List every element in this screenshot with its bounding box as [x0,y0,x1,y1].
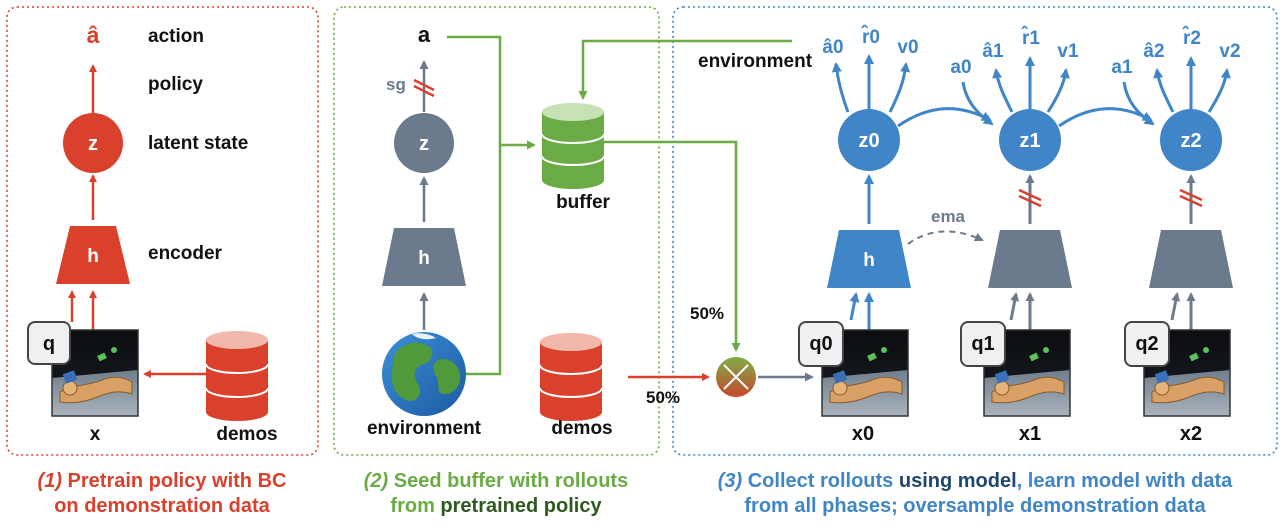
p1-label-action: action [148,26,204,47]
p3-node-z2-label: z2 [1180,130,1201,152]
p1-node-z-label: z [88,133,98,155]
p3-arrow-env-buffer [578,39,792,100]
environment-globe-icon [382,332,466,416]
p2-label-sg: sg [386,75,406,94]
caption-run: using model [899,470,1017,492]
caption-panel2-line1: (2) Seed buffer with rollouts [364,470,628,492]
p1-encoder-h [56,226,130,284]
p2-buffer-database [541,103,605,189]
p1-node-z [63,113,123,173]
caption-run: (3) [718,470,748,492]
p3-box-q2 [1124,321,1170,367]
p2-arrow-action-buffer [447,35,536,150]
p3-out-0-2: v0 [897,37,918,58]
p3-label-environment: environment [698,51,813,72]
p2-label-environment: environment [367,418,482,439]
p3-box-q2-label: q2 [1135,333,1158,355]
p1-box-q-label: q [43,333,55,355]
caption-panel3-line1: (3) Collect rollouts using model, learn … [718,470,1233,492]
p3-encoder-h0 [827,230,911,288]
p3-node-z0 [838,109,900,171]
p2-encoder-h-label: h [418,248,430,269]
caption-panel1-line2: on demonstration data [54,495,270,517]
p2-label-buffer: buffer [556,192,610,213]
p3-encoder-h1 [988,230,1072,288]
caption-run: Collect rollouts [748,470,899,492]
p1-label-encoder: encoder [148,243,223,264]
p3-node-z2 [1160,109,1222,171]
p3-out-1-0: â1 [982,41,1004,62]
p1-box-q [27,321,71,365]
panel1-frame [6,6,319,456]
caption-run: on demonstration data [54,495,270,517]
p2-stopgrad-mark-1 [413,78,435,92]
p1-observation-frame [51,329,139,417]
caption-run: Seed buffer with rollouts [394,470,628,492]
caption-run: , learn model with data [1017,470,1233,492]
caption-run: Pretrain policy [68,470,213,492]
p3-label-x2: x2 [1180,423,1202,445]
p3-step-1: a0 â1 r̂1 v1 z1 q1 x1 [950,27,1079,445]
p3-box-q1 [960,321,1006,367]
p3-action-in-1: a0 [950,57,971,78]
caption-panel3-line2: from all phases; oversample demonstratio… [744,495,1206,517]
p3-box-q0-label: q0 [809,333,832,355]
p3-transition-z1-z2 [1058,107,1153,128]
p1-label-x: x [90,424,101,445]
mixer-pct-bottom: 50% [646,388,680,407]
p2-node-z [394,113,454,173]
p1-action-symbol: â [87,22,100,48]
p1-label-demos: demos [216,424,277,445]
p3-label-x1: x1 [1019,423,1041,445]
p3-out-0-1: r̂0 [861,26,880,48]
p3-ema-arrow [907,230,984,245]
p2-label-demos: demos [551,418,612,439]
p2-arrow-buffer-mixer [604,140,741,352]
p3-out-0-0: â0 [822,37,843,58]
p2-node-z-label: z [419,133,429,155]
p3-step-2: a1 â2 r̂2 v2 z2 q2 x2 [1111,27,1240,445]
p1-label-policy: policy [148,74,203,95]
p3-node-z1 [999,109,1061,171]
p2-stopgrad-mark-2 [413,84,435,98]
mixer-pct-top: 50% [690,304,724,323]
p3-step-0: â0 r̂0 v0 z0 h q0 x0 [798,26,919,445]
caption-panel2-line2: from pretrained policy [390,495,602,517]
p3-label-x0: x0 [852,423,874,445]
p3-encoder-h2 [1149,230,1233,288]
p3-label-ema: ema [931,207,966,226]
caption-run: with BC [211,470,286,492]
caption-run: from all phases; oversample demonstratio… [744,495,1206,517]
panel3-frame [672,6,1278,456]
p3-out-2-2: v2 [1219,41,1240,62]
p1-label-latent: latent state [148,133,248,154]
p3-node-z1-label: z1 [1019,130,1040,152]
p3-out-2-0: â2 [1143,41,1164,62]
p3-box-q1-label: q1 [971,333,994,355]
p3-box-q0 [798,321,844,367]
p3-out-1-1: r̂1 [1021,27,1041,49]
caption-run: (2) [364,470,394,492]
p2-action-symbol: a [418,22,431,47]
p3-encoder-h0-label: h [863,250,875,271]
p3-out-1-2: v1 [1057,41,1079,62]
p3-action-in-2: a1 [1111,57,1133,78]
caption-panel1-line1: (1) Pretrain policy with BC [38,470,287,492]
caption-run: pretrained policy [440,495,602,517]
mixer-cross-b [723,364,749,390]
caption-run: (1) [38,470,68,492]
p1-encoder-h-label: h [87,246,99,267]
panel2-frame [333,6,660,456]
p3-transition-z0-z1 [897,107,992,128]
caption-run: from [390,495,440,517]
p2-encoder-h [382,228,466,286]
p2-demos-database [539,333,603,421]
p2-arrow-env-buffer [466,145,502,376]
p3-node-z0-label: z0 [858,130,879,152]
p3-out-2-1: r̂2 [1182,27,1201,49]
p1-demos-database [205,331,269,421]
